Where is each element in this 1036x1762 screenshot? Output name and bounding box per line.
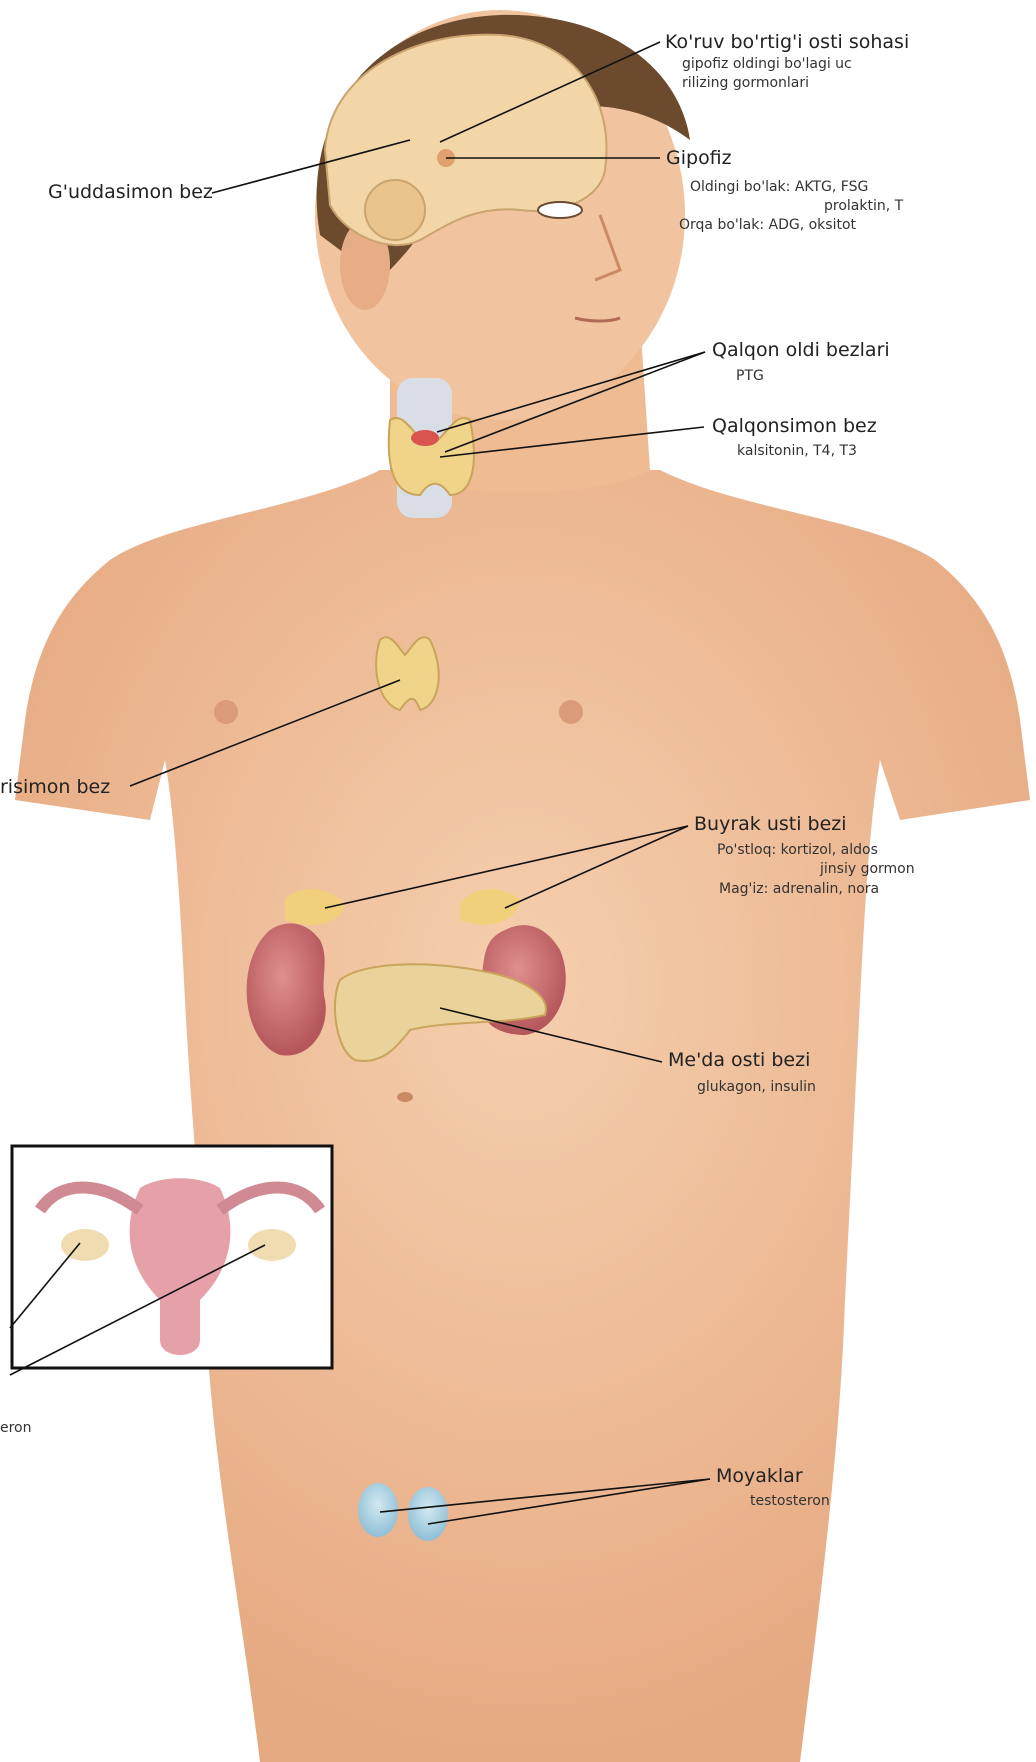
label-testes-sub: testosteron [750,1493,830,1509]
label-parathyroid-sub: PTG [736,368,764,384]
nipple-left [214,700,238,724]
label-thymus: risimon bez [0,776,110,798]
label-adrenal-sub1: Po'stloq: kortizol, aldos [717,842,878,858]
eye [538,202,582,218]
parathyroid-gland [411,430,439,446]
nipple-right [559,700,583,724]
label-adrenal-sub2: jinsiy gormon [820,861,915,877]
label-hypothalamus-sub2: rilizing gormonlari [682,75,809,91]
torso [15,470,1030,1762]
label-hypothalamus-sub1: gipofiz oldingi bo'lagi uc [682,56,852,72]
cerebellum [365,180,425,240]
label-pituitary-sub1: Oldingi bo'lak: AKTG, FSG [690,179,868,195]
ovary-right [248,1229,296,1261]
label-pituitary-sub3: Orqa bo'lak: ADG, oksitot [679,217,856,233]
label-hypothalamus-title: Ko'ruv bo'rtig'i osti sohasi [665,31,909,53]
testis-right [408,1487,448,1541]
label-testes-title: Moyaklar [716,1465,803,1487]
label-pituitary-sub2: prolaktin, T [824,198,903,214]
label-pancreas-sub: glukagon, insulin [697,1079,816,1095]
label-adrenal-title: Buyrak usti bezi [694,813,847,835]
label-pineal-gland: G'uddasimon bez [48,181,213,203]
label-thyroid-sub: kalsitonin, T4, T3 [737,443,857,459]
label-adrenal-sub3: Mag'iz: adrenalin, nora [719,881,879,897]
label-pancreas-title: Me'da osti bezi [668,1049,810,1071]
navel [397,1092,413,1102]
label-ovary-fragment: eron [0,1420,32,1436]
label-thyroid-title: Qalqonsimon bez [712,415,877,437]
label-pituitary-title: Gipofiz [666,147,732,169]
label-parathyroid-title: Qalqon oldi bezlari [712,339,890,361]
